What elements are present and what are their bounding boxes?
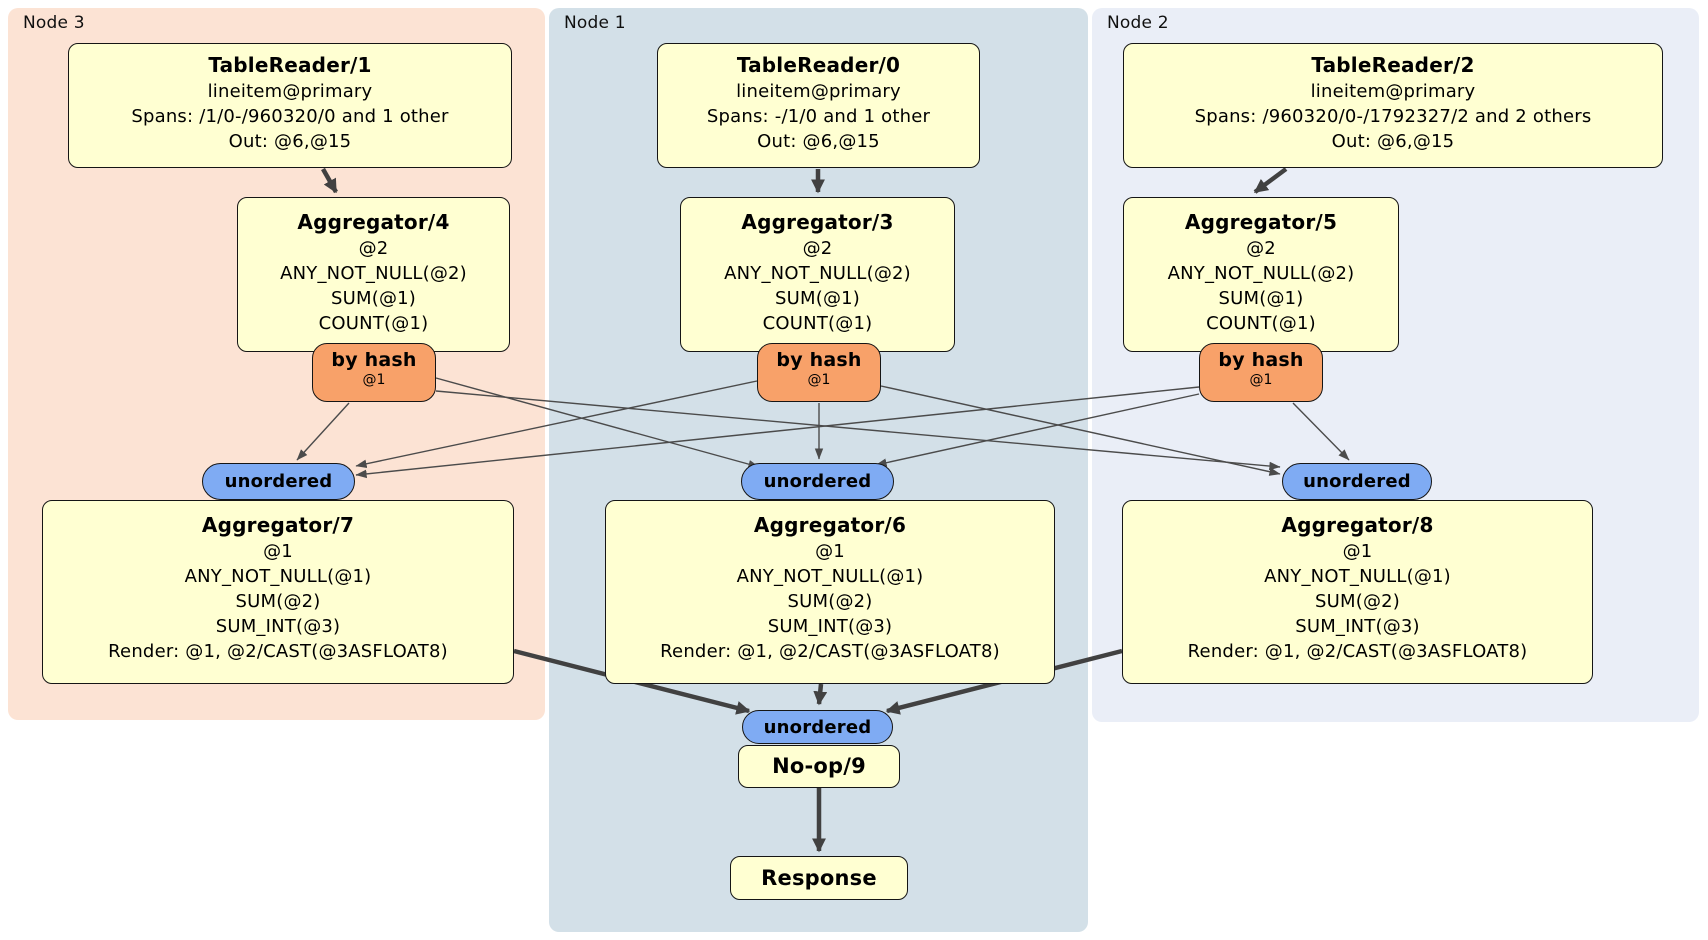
aggregator-6-title: Aggregator/6 (753, 513, 907, 537)
stream-hash1-u2 (880, 385, 1281, 476)
node-panel-2-label: Node 2 (1107, 13, 1169, 33)
aggregator-5-box: Aggregator/5 @2 ANY_NOT_NULL(@2) SUM(@1)… (1123, 197, 1399, 352)
aggregator-8-title: Aggregator/8 (1281, 513, 1434, 537)
stream-hash3-u1 (435, 377, 760, 469)
aggregator-3-box: Aggregator/3 @2 ANY_NOT_NULL(@2) SUM(@1)… (680, 197, 955, 352)
stream-hash2-u2 (1292, 402, 1350, 461)
tablereader-1-box: TableReader/1 lineitem@primary Spans: /1… (68, 43, 512, 168)
tablereader-2-box: TableReader/2 lineitem@primary Spans: /9… (1123, 43, 1663, 168)
aggregator-8-box: Aggregator/8 @1 ANY_NOT_NULL(@1) SUM(@2)… (1122, 500, 1593, 684)
node-panel-3-label: Node 3 (23, 13, 85, 33)
unordered-sync-node1: unordered (741, 463, 894, 500)
by-hash-router-node1: by hash @1 (757, 343, 881, 402)
edge-agg6-final (813, 683, 828, 706)
tablereader-1-title: TableReader/1 (208, 53, 372, 77)
stream-hash2-u3 (355, 386, 1200, 479)
edge-tr1-agg4 (321, 167, 338, 194)
edge-tr2-agg5 (1253, 167, 1288, 194)
noop-title: No-op/9 (772, 754, 866, 778)
stream-hash2-u1 (875, 393, 1200, 467)
aggregator-4-box: Aggregator/4 @2 ANY_NOT_NULL(@2) SUM(@1)… (237, 197, 510, 352)
aggregator-7-box: Aggregator/7 @1 ANY_NOT_NULL(@1) SUM(@2)… (42, 500, 514, 684)
tablereader-0-box: TableReader/0 lineitem@primary Spans: -/… (657, 43, 980, 168)
unordered-sync-node2: unordered (1282, 463, 1432, 500)
tablereader-2-title: TableReader/2 (1311, 53, 1475, 77)
aggregator-3-title: Aggregator/3 (741, 210, 894, 234)
by-hash-router-node2: by hash @1 (1199, 343, 1323, 402)
response-box: Response (730, 856, 908, 900)
tablereader-0-title: TableReader/0 (736, 53, 901, 77)
stream-hash3-u2 (435, 390, 1281, 471)
aggregator-6-box: Aggregator/6 @1 ANY_NOT_NULL(@1) SUM(@2)… (605, 500, 1055, 684)
stream-hash1-u3 (355, 380, 758, 468)
node-panel-1-label: Node 1 (564, 13, 626, 33)
unordered-sync-node3: unordered (202, 463, 355, 500)
by-hash-router-node3: by hash @1 (312, 343, 436, 402)
stream-hash3-u3 (296, 402, 350, 461)
aggregator-4-title: Aggregator/4 (297, 210, 450, 234)
noop-box: No-op/9 (738, 745, 900, 788)
aggregator-5-title: Aggregator/5 (1184, 210, 1338, 234)
response-title: Response (761, 865, 877, 890)
unordered-sync-final: unordered (742, 710, 893, 744)
aggregator-7-title: Aggregator/7 (201, 513, 355, 537)
